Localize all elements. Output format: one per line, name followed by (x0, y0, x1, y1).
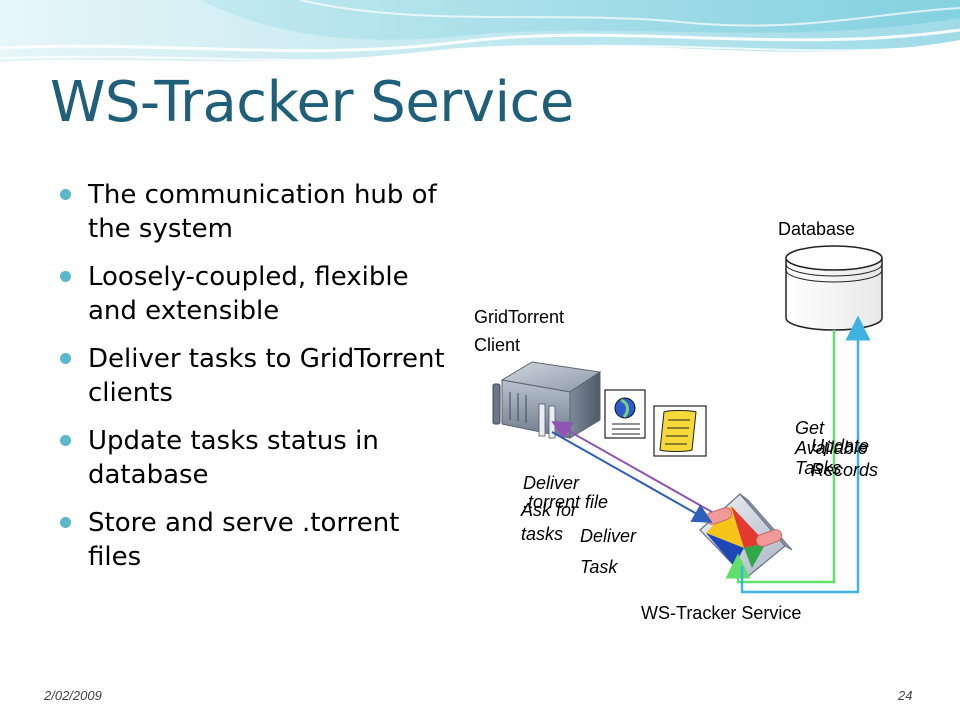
database-label: Database (778, 219, 856, 239)
deliver-torrent-file-label: Deliver .torrent file (523, 473, 609, 512)
bullet-dot-icon (60, 189, 71, 200)
bullet-item: Store and serve .torrent files (60, 506, 450, 574)
deliver-to-client-connector (551, 421, 713, 513)
bullet-item: The communication hub of the system (60, 178, 450, 246)
bullet-dot-icon (60, 517, 71, 528)
database-icon (785, 245, 883, 331)
tracker-service-icon (699, 493, 793, 579)
bullet-text: The communication hub of the system (88, 180, 437, 244)
tracker-label: WS-Tracker Service (641, 603, 802, 623)
slide-title: WS-Tracker Service (50, 70, 574, 135)
bullet-item: Loosely-coupled, flexible and extensible (60, 260, 450, 328)
bullet-item: Deliver tasks to GridTorrent clients (60, 342, 450, 410)
client-server-icon (492, 361, 602, 439)
client-label: GridTorrent Client (474, 307, 565, 355)
bullet-dot-icon (60, 435, 71, 446)
bullet-text: Store and serve .torrent files (88, 508, 400, 572)
bullet-item: Update tasks status in database (60, 424, 450, 492)
page-number: 24 (898, 688, 913, 703)
update-records-connector (740, 315, 871, 594)
bullet-text: Loosely-coupled, flexible and extensible (88, 262, 409, 326)
update-records-label: Update Records (811, 436, 879, 480)
get-available-tasks-label: Get Available Tasks (795, 418, 868, 478)
deliver-task-label: Deliver Task (580, 526, 637, 577)
ask-for-tasks-label: Ask for tasks (521, 500, 578, 544)
torrent-file-icon (653, 405, 707, 457)
bullet-text: Update tasks status in database (88, 426, 379, 490)
bullet-dot-icon (60, 353, 71, 364)
get-tasks-connector (725, 330, 836, 584)
ask-tasks-connector (551, 431, 713, 523)
bullet-list: The communication hub of the system Loos… (60, 178, 450, 588)
web-document-icon (604, 389, 646, 439)
footer-date: 2/02/2009 (44, 688, 102, 703)
bullet-text: Deliver tasks to GridTorrent clients (88, 344, 445, 408)
bullet-dot-icon (60, 271, 71, 282)
